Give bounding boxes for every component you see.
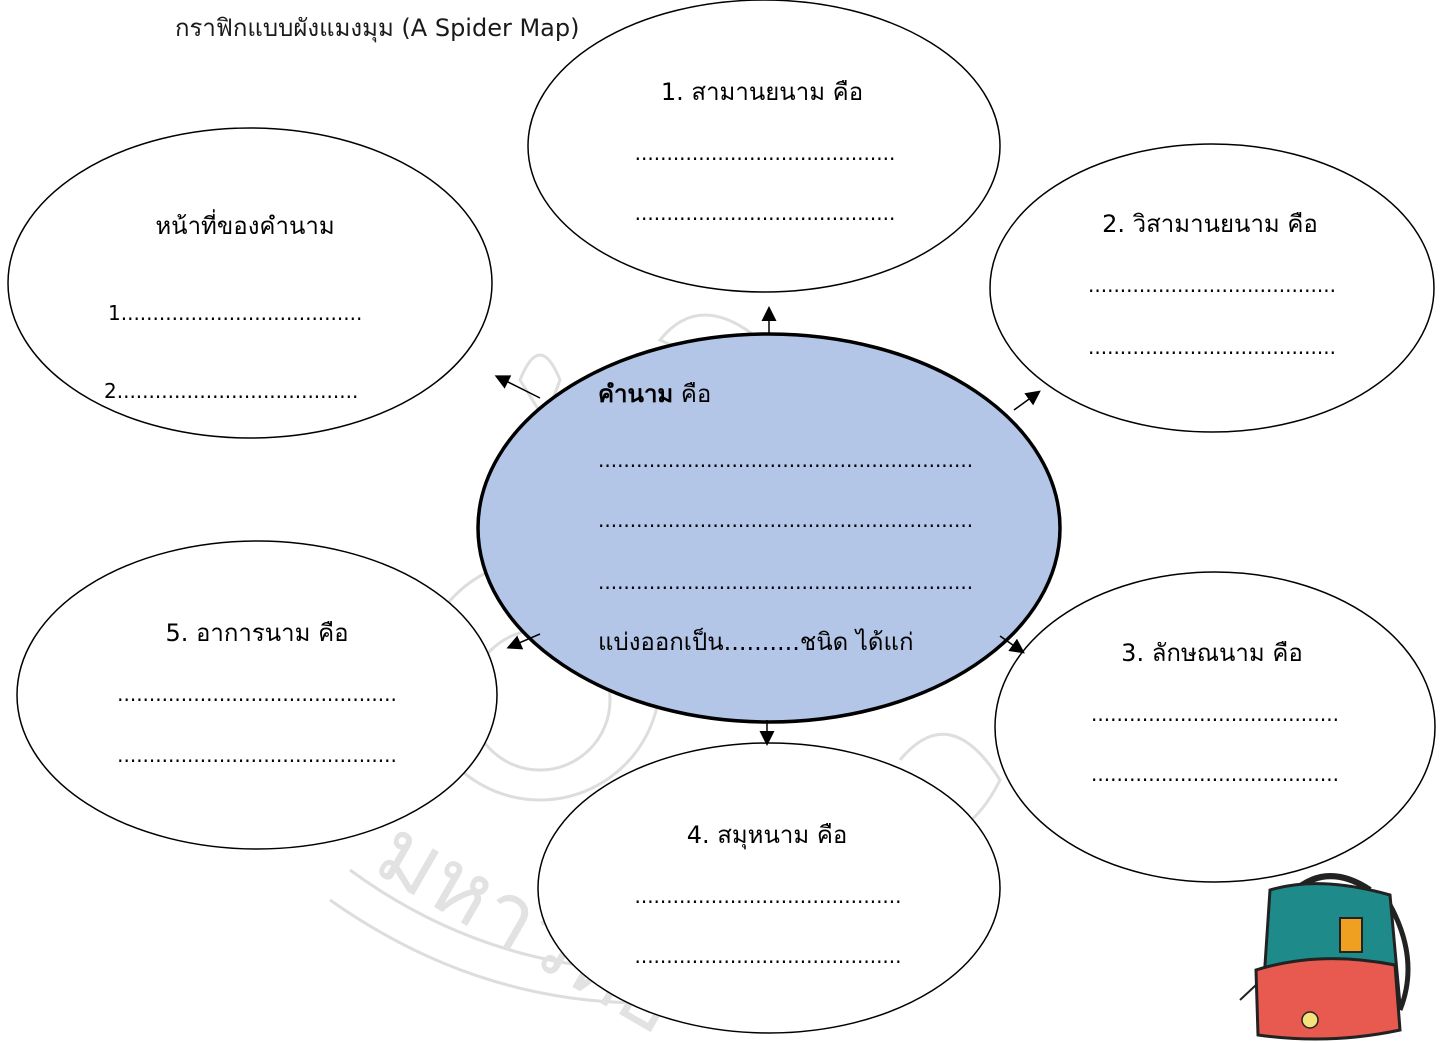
duties-line2: 2......................................	[104, 379, 358, 403]
node2-label: 2. วิสามานยนาม คือ	[1102, 210, 1318, 238]
node2-oval	[989, 143, 1435, 433]
arrow-to-node2	[1013, 390, 1041, 411]
node2-line1: .......................................	[1088, 273, 1336, 297]
connector-arrows	[494, 306, 1041, 746]
node5-oval	[16, 540, 498, 850]
node5-line1: ........................................…	[117, 682, 397, 706]
node5-line2: ........................................…	[117, 743, 397, 767]
node4-line1: ........................................…	[634, 884, 901, 908]
diagram-title: กราฟิกแบบผังแมงมุม (A Spider Map)	[175, 14, 580, 42]
duties-label: หน้าที่ของคำนาม	[155, 209, 334, 240]
backpack-icon	[1239, 873, 1411, 1041]
duties-line1: 1......................................	[108, 301, 362, 325]
node1-line2: ........................................…	[635, 201, 896, 225]
node1-oval	[527, 0, 1001, 293]
node2-line2: .......................................	[1088, 335, 1336, 359]
duties-oval	[7, 127, 493, 439]
node5-label: 5. อาการนาม คือ	[165, 619, 348, 647]
arrow-to-duties	[494, 375, 541, 399]
node4-label: 4. สมุหนาม คือ	[687, 821, 848, 850]
node3-oval	[994, 571, 1436, 883]
arrow-to-node5	[506, 633, 541, 650]
node3-label: 3. ลักษณนาม คือ	[1121, 639, 1303, 667]
center-line2: ........................................…	[598, 508, 973, 532]
center-heading-rest: คือ	[673, 380, 711, 408]
center-types-line: แบ่งออกเป็น..........ชนิด ได้แก่	[598, 627, 913, 656]
center-line3: ........................................…	[598, 570, 973, 594]
node3-line1: .......................................	[1091, 702, 1339, 726]
center-line1: ........................................…	[598, 448, 973, 472]
center-heading-bold: คำนาม	[598, 380, 673, 408]
node4-line2: ........................................…	[634, 944, 901, 968]
node3-line2: .......................................	[1091, 762, 1339, 786]
center-heading: คำนาม คือ	[598, 380, 711, 408]
node1-line1: ........................................…	[635, 141, 896, 165]
node1-label: 1. สามานยนาม คือ	[661, 78, 863, 106]
arrow-to-node3	[999, 635, 1025, 654]
